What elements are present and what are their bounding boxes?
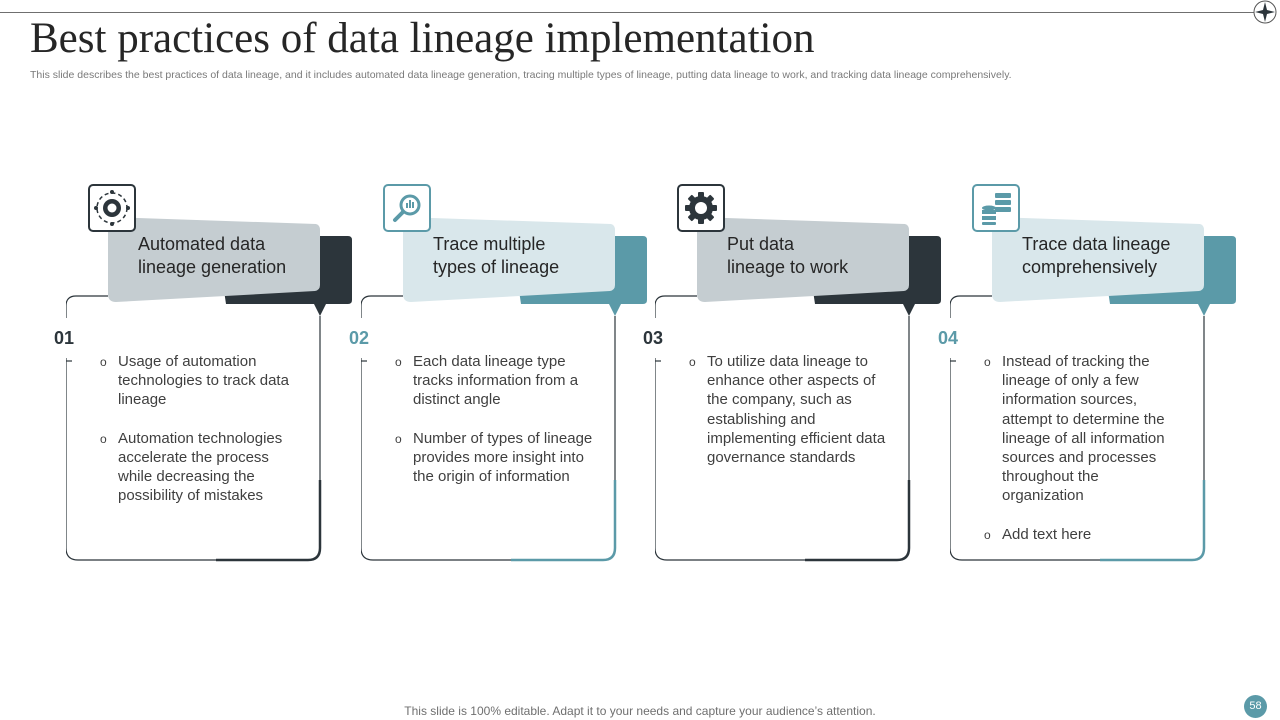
card-bullet-list: Instead of tracking the lineage of only … xyxy=(984,352,1184,563)
card-heading: Automated data lineage generation xyxy=(138,233,338,279)
card-heading-line-1: Put data xyxy=(727,234,795,254)
card-frame xyxy=(361,217,647,562)
database-icon xyxy=(982,193,1011,225)
card-heading-line-2: comprehensively xyxy=(1022,257,1158,277)
bullet-item: Number of types of lineage provides more… xyxy=(395,429,595,487)
bullet-item: Each data lineage type tracks informatio… xyxy=(395,352,595,410)
card-number: 01 xyxy=(54,328,75,348)
top-rule xyxy=(0,12,1256,13)
card-frame xyxy=(66,217,352,562)
card-heading-line-2: lineage generation xyxy=(138,257,287,277)
slide-subtitle: This slide describes the best practices … xyxy=(30,69,1012,81)
practice-card-1: Automated data lineage generation 01 Usa… xyxy=(54,180,376,570)
card-heading-line-1: Trace data lineage xyxy=(1022,234,1171,254)
card-number: 04 xyxy=(938,328,959,348)
bullet-item: To utilize data lineage to enhance other… xyxy=(689,352,889,467)
card-heading: Trace multiple types of lineage xyxy=(433,233,633,279)
card-icon-box xyxy=(677,184,725,232)
card-heading-line-2: lineage to work xyxy=(727,257,849,277)
card-bullet-list: To utilize data lineage to enhance other… xyxy=(689,352,889,486)
practice-card-4: Trace data lineage comprehensively 04 In… xyxy=(938,180,1260,570)
magnifier-chart-icon xyxy=(393,194,421,222)
card-heading: Put data lineage to work xyxy=(727,233,927,279)
gear-icon xyxy=(685,192,717,224)
slide-title: Best practices of data lineage implement… xyxy=(30,15,815,62)
card-icon-box xyxy=(88,184,136,232)
card-icon-box xyxy=(972,184,1020,232)
card-number: 03 xyxy=(643,328,664,348)
card-frame xyxy=(655,217,941,562)
card-heading: Trace data lineage comprehensively xyxy=(1022,233,1222,279)
page-number-badge: 58 xyxy=(1244,695,1267,718)
compass-icon xyxy=(1253,0,1277,24)
card-heading-line-1: Automated data xyxy=(138,234,266,254)
bullet-item: Automation technologies accelerate the p… xyxy=(100,429,300,506)
card-frame xyxy=(950,217,1236,562)
card-bullet-list: Each data lineage type tracks informatio… xyxy=(395,352,595,505)
bullet-item: Instead of tracking the lineage of only … xyxy=(984,352,1184,506)
practice-card-2: Trace multiple types of lineage 02 Each … xyxy=(349,180,671,570)
slide-footer: This slide is 100% editable. Adapt it to… xyxy=(404,704,876,718)
card-heading-line-1: Trace multiple xyxy=(433,234,546,254)
card-heading-line-2: types of lineage xyxy=(433,257,560,277)
card-bullet-list: Usage of automation technologies to trac… xyxy=(100,352,300,524)
automation-gear-icon xyxy=(94,190,130,226)
bullet-item: Add text here xyxy=(984,525,1184,545)
bullet-item: Usage of automation technologies to trac… xyxy=(100,352,300,410)
card-icon-box xyxy=(383,184,431,232)
card-number: 02 xyxy=(349,328,370,348)
practice-card-3: Put data lineage to work 03 To utilize d… xyxy=(643,180,965,570)
